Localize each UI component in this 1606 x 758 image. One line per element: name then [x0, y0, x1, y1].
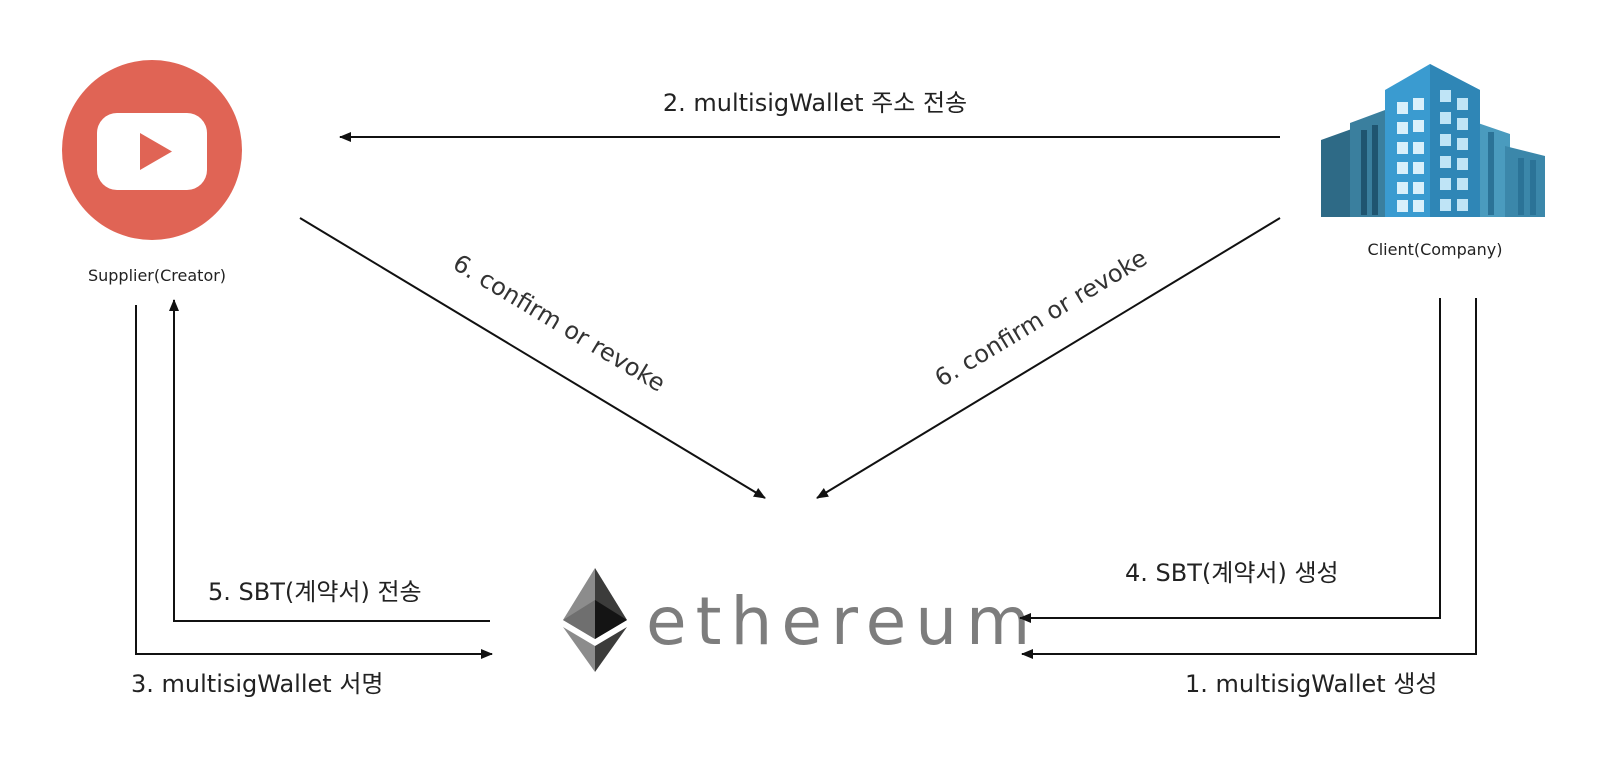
ethereum-diamond-icon: [563, 568, 627, 672]
label-step-4: 4. SBT(계약서) 생성: [1125, 559, 1339, 587]
client-label: Client(Company): [1368, 240, 1503, 259]
arrow-step-1: [1021, 298, 1477, 659]
edge-step-5: 5. SBT(계약서) 전송: [169, 299, 490, 622]
client-node: Client(Company): [1321, 64, 1545, 259]
youtube-play-icon: [62, 60, 242, 240]
edge-step-1: 1. multisigWallet 생성: [1021, 298, 1477, 698]
office-building-icon: [1321, 64, 1545, 217]
arrow-step-3: [135, 305, 493, 659]
edge-step-4: 4. SBT(계약서) 생성: [1019, 298, 1441, 623]
supplier-node: Supplier(Creator): [62, 60, 242, 285]
supplier-label: Supplier(Creator): [88, 266, 226, 285]
edge-step-2: 2. multisigWallet 주소 전송: [339, 89, 1280, 142]
arrow-step-6-supplier: [299, 217, 766, 499]
edge-step-6-client: 6. confirm or revoke: [816, 217, 1281, 499]
edge-step-3: 3. multisigWallet 서명: [131, 305, 493, 698]
label-step-6-supplier: 6. confirm or revoke: [448, 249, 670, 398]
ethereum-node: ethereum: [563, 568, 1039, 672]
label-step-1: 1. multisigWallet 생성: [1185, 670, 1437, 698]
arrow-step-5: [169, 299, 490, 622]
label-step-2: 2. multisigWallet 주소 전송: [663, 89, 967, 117]
arrow-step-4: [1019, 298, 1441, 623]
label-step-3: 3. multisigWallet 서명: [131, 670, 383, 698]
arrow-step-6-client: [816, 217, 1281, 499]
ethereum-wordmark: ethereum: [646, 583, 1039, 660]
label-step-5: 5. SBT(계약서) 전송: [208, 578, 422, 606]
edge-step-6-supplier: 6. confirm or revoke: [299, 217, 766, 499]
label-step-6-client: 6. confirm or revoke: [930, 244, 1152, 393]
